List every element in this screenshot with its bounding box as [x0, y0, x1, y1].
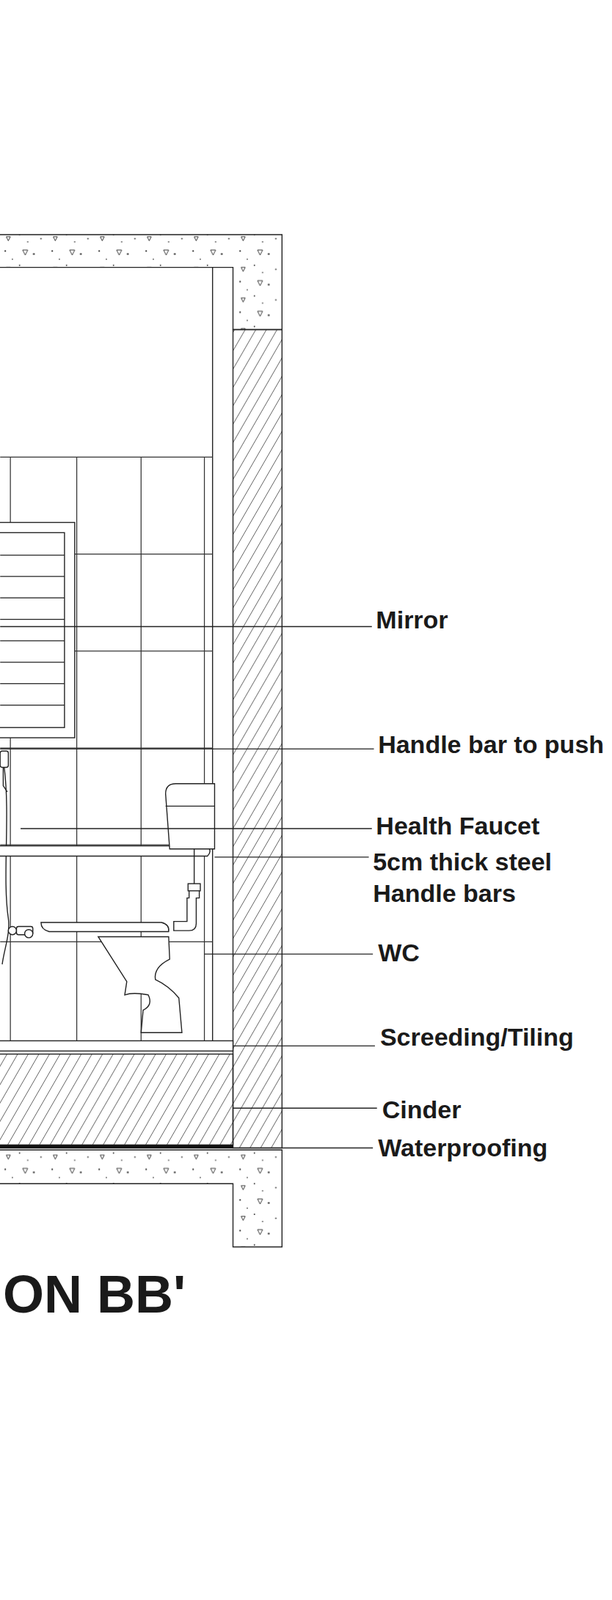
section-title: ON BB': [2, 1263, 186, 1327]
leader-lines: [0, 626, 377, 1149]
screed-layer: [0, 1041, 234, 1052]
callout-label: Mirror: [375, 605, 448, 636]
callout-label: Handle bar to push: [377, 730, 604, 761]
floor-slab: [0, 1150, 282, 1248]
roof-slab: [0, 234, 282, 330]
wall-finish: [212, 267, 213, 1043]
cinder-fill: [0, 1055, 234, 1147]
callout-label: Health Faucet: [375, 811, 540, 842]
callout-label: 5cm thick steel Handle bars: [372, 846, 566, 910]
health-faucet: [0, 751, 34, 965]
callout-label: WC: [377, 938, 420, 969]
callout-label: Waterproofing: [377, 1133, 548, 1164]
wc: [41, 784, 216, 1034]
mirror: [0, 522, 75, 739]
callout-label: Cinder: [382, 1095, 462, 1126]
waterproofing-membrane: [0, 1146, 234, 1150]
wall-hatch: [233, 329, 283, 1149]
callout-label: Screeding/Tiling: [380, 1022, 574, 1054]
